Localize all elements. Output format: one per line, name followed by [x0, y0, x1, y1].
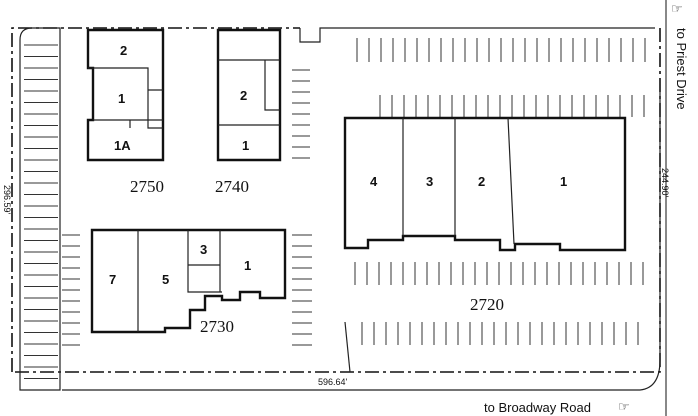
- parking-stalls: [24, 38, 646, 379]
- unit-label: 1: [242, 138, 249, 153]
- north-drive: [299, 27, 655, 43]
- building-number-2730: 2730: [200, 317, 234, 336]
- south-dimension: 596.64': [318, 377, 348, 387]
- pointing-hand-icon: ☞: [618, 399, 630, 414]
- south-drive: [62, 90, 661, 391]
- unit-label: 7: [109, 272, 116, 287]
- unit-label: 1: [560, 174, 567, 189]
- east-dimension: 244.90': [660, 168, 670, 198]
- broadway-road-label: to Broadway Road: [484, 400, 591, 415]
- unit-label: 1A: [114, 138, 131, 153]
- priest-drive-label: to Priest Drive: [674, 28, 689, 110]
- drive-edge: [344, 321, 351, 373]
- west-dimension: 296.59': [2, 185, 12, 215]
- pointing-hand-icon: ☞: [671, 1, 683, 16]
- unit-label: 2: [240, 88, 247, 103]
- building-number-2720: 2720: [470, 295, 504, 314]
- building-2740: 2 1: [216, 28, 282, 162]
- unit-label: 2: [478, 174, 485, 189]
- unit-label: 5: [162, 272, 169, 287]
- unit-label: 3: [426, 174, 433, 189]
- building-2720: 4 3 2 1: [343, 116, 627, 252]
- building-2750: 2 1 1A: [86, 28, 165, 162]
- unit-label: 4: [370, 174, 378, 189]
- unit-label: 1: [118, 91, 125, 106]
- building-number-2740: 2740: [215, 177, 249, 196]
- unit-label: 3: [200, 242, 207, 257]
- unit-label: 1: [244, 258, 251, 273]
- building-number-2750: 2750: [130, 177, 164, 196]
- building-2730: 7 5 3 1: [90, 228, 287, 334]
- unit-label: 2: [120, 43, 127, 58]
- property-boundary: [11, 27, 661, 373]
- west-parking-strip: [19, 27, 61, 391]
